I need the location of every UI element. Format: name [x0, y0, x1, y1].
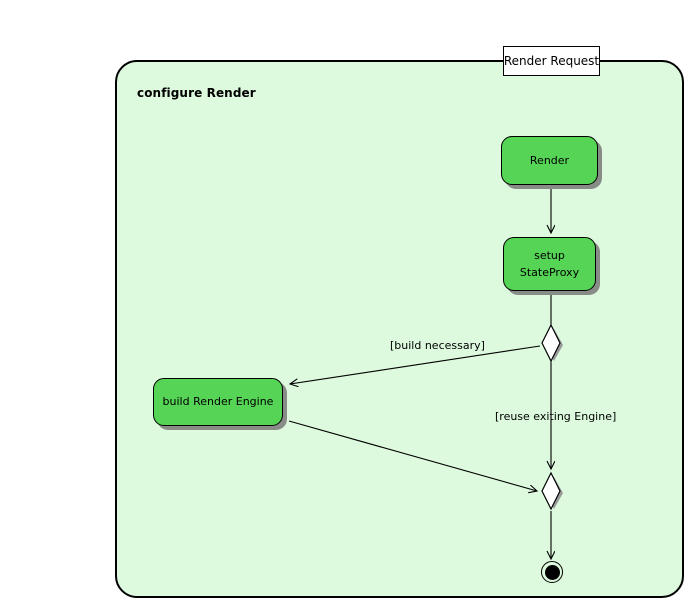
entry-node-render-request[interactable]: Render Request	[503, 46, 600, 76]
action-node-setup-state-proxy[interactable]: setup StateProxy	[503, 237, 596, 291]
partition-title: configure Render	[137, 86, 256, 100]
action-node-setup-state-proxy-label-line1: setup	[534, 248, 565, 262]
decision-node-diamond[interactable]	[537, 323, 567, 363]
merge-diamond-shape	[541, 471, 561, 511]
action-node-render[interactable]: Render	[501, 136, 598, 185]
edge-label-reuse-existing-engine: [reuse exiting Engine]	[495, 410, 617, 423]
edge-label-build-necessary: [build necessary]	[390, 339, 485, 352]
final-node-core	[544, 564, 560, 580]
action-node-build-render-engine-label: build Render Engine	[162, 395, 274, 409]
activity-partition-frame	[115, 60, 684, 598]
action-node-setup-state-proxy-label-line2: StateProxy	[519, 266, 580, 279]
merge-node-diamond[interactable]	[537, 471, 567, 511]
activity-final-node[interactable]	[541, 561, 563, 583]
decision-diamond-shape	[541, 323, 561, 363]
action-node-render-label: Render	[529, 153, 570, 167]
action-node-build-render-engine[interactable]: build Render Engine	[153, 378, 283, 426]
